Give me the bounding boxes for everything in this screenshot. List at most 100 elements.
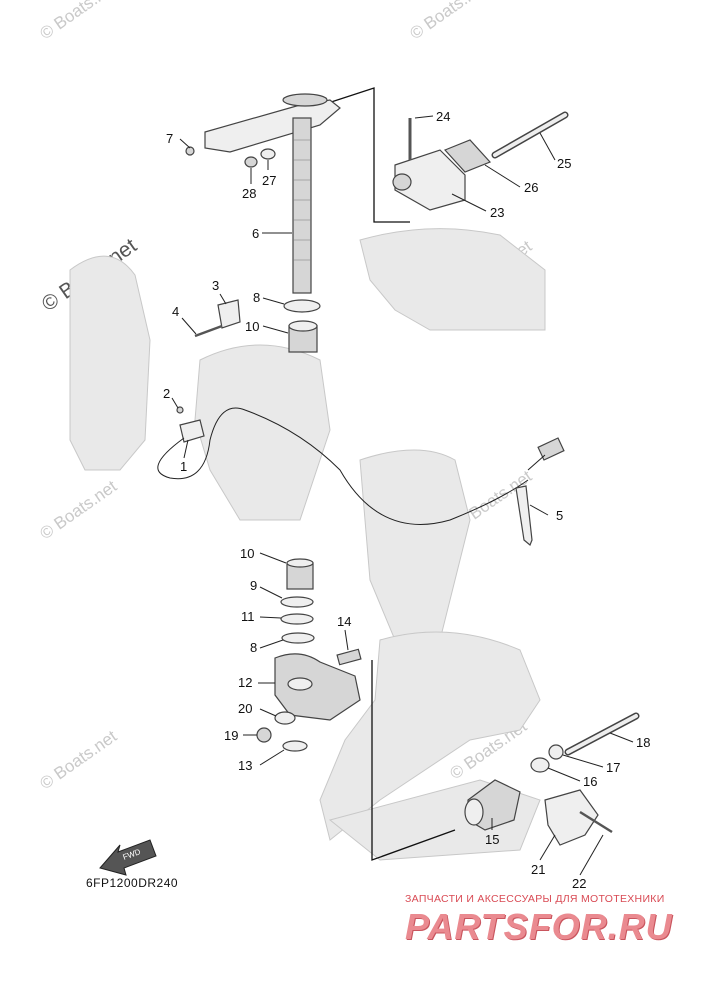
callout-26: 26 — [524, 180, 538, 195]
bushing-10-lower-top — [286, 558, 314, 568]
leader-9 — [259, 586, 283, 599]
diagram-code: 6FP1200DR240 — [86, 876, 179, 890]
cover-21 — [544, 789, 599, 846]
leader-14 — [344, 629, 349, 651]
pin-25-core — [493, 113, 567, 157]
leader-22 — [579, 834, 604, 876]
callout-24: 24 — [436, 109, 450, 124]
lower-mount-12 — [274, 653, 361, 721]
shaft-splines — [293, 139, 311, 261]
ring-13 — [282, 740, 308, 752]
washer-16 — [530, 757, 550, 773]
leader-18 — [609, 732, 634, 743]
screw-2 — [176, 406, 184, 414]
frame-lower — [371, 660, 456, 861]
bushing-27 — [260, 148, 276, 160]
nut-19 — [256, 727, 272, 743]
watermark-4: © Boats.net — [36, 476, 120, 543]
leader-26 — [484, 164, 521, 188]
ghost-lower-casing — [319, 631, 541, 841]
callout-4: 4 — [172, 304, 179, 319]
bolt-7 — [185, 146, 195, 156]
callout-labels: 7 28 27 6 8 10 3 4 2 1 24 25 26 23 5 10 … — [163, 109, 650, 891]
leader-3 — [219, 293, 227, 305]
callout-23: 23 — [490, 205, 504, 220]
connector — [537, 437, 565, 461]
watermark-2: © Boats.net — [406, 0, 490, 43]
callout-6: 6 — [252, 226, 259, 241]
callout-15: 15 — [485, 832, 499, 847]
leader-4 — [181, 317, 197, 335]
leader-lines — [171, 115, 634, 876]
leader-2 — [171, 397, 179, 409]
shop-banner[interactable]: ЗАПЧАСТИ И АКСЕССУАРЫ ДЛЯ МОТОТЕХНИКИ — [405, 893, 665, 905]
leader-13 — [259, 749, 285, 766]
ghost-cowling-support — [359, 449, 471, 641]
steering-arm-tube — [282, 93, 328, 107]
shop-logo[interactable]: PARTSFOR.RU — [405, 906, 673, 947]
leader-5 — [529, 504, 549, 516]
washer-17 — [548, 744, 564, 760]
leader-10a — [262, 325, 289, 334]
ghost-swivel-bracket — [194, 344, 331, 521]
frame-lines — [321, 87, 456, 861]
callout-25: 25 — [557, 156, 571, 171]
gasket-26 — [443, 139, 492, 173]
callout-2: 2 — [163, 386, 170, 401]
spring-14 — [336, 648, 362, 666]
washer-8-upper — [283, 299, 321, 313]
o-ring-20 — [274, 711, 296, 725]
callout-27: 27 — [262, 173, 276, 188]
callout-5: 5 — [556, 508, 563, 523]
ghost-assemblies — [69, 228, 546, 861]
callout-16: 16 — [583, 774, 597, 789]
callout-3: 3 — [212, 278, 219, 293]
leader-16 — [547, 767, 581, 782]
collar-28 — [244, 156, 258, 168]
leader-21 — [539, 834, 556, 861]
bolt-22 — [579, 810, 613, 834]
sensor-1 — [179, 419, 205, 443]
bracket-3 — [217, 299, 241, 329]
steering-arm — [204, 99, 341, 153]
frame-upper — [321, 87, 410, 223]
callout-8a: 8 — [253, 290, 260, 305]
leader-8a — [262, 297, 285, 305]
leader-23 — [451, 193, 487, 212]
callout-21: 21 — [531, 862, 545, 877]
callout-28: 28 — [242, 186, 256, 201]
leader-7 — [179, 138, 191, 149]
leader-11 — [259, 616, 282, 619]
bolt-18-core — [566, 714, 638, 754]
leader-8b — [259, 639, 284, 649]
callout-10a: 10 — [245, 319, 259, 334]
watermark-6: © Boats.net — [36, 726, 120, 793]
leader-24 — [414, 115, 434, 119]
ghost-upper-casing — [359, 228, 546, 331]
callout-8b: 8 — [250, 640, 257, 655]
ghost-clamp-bracket — [69, 255, 151, 471]
leader-10b — [259, 552, 287, 564]
leader-20 — [259, 708, 277, 717]
leader-25 — [539, 132, 556, 161]
callout-13: 13 — [238, 758, 252, 773]
bolt-4 — [194, 324, 223, 338]
callout-17: 17 — [606, 760, 620, 775]
callout-18: 18 — [636, 735, 650, 750]
callout-12: 12 — [238, 675, 252, 690]
callout-22: 22 — [572, 876, 586, 891]
leader-17 — [562, 754, 604, 768]
sensor-wire — [157, 407, 529, 525]
fwd-arrow — [99, 839, 157, 876]
cable-tie-5 — [515, 485, 533, 546]
washer-9 — [280, 596, 314, 608]
callout-20: 20 — [238, 701, 252, 716]
washer-11 — [280, 613, 314, 625]
bushing-10-upper-top — [288, 320, 318, 332]
watermark-1: © Boats.net — [36, 0, 120, 43]
lower-mount-12-hole — [287, 677, 313, 691]
connector-lead — [527, 454, 546, 471]
callout-1: 1 — [180, 459, 187, 474]
parts: FWD — [99, 93, 640, 876]
